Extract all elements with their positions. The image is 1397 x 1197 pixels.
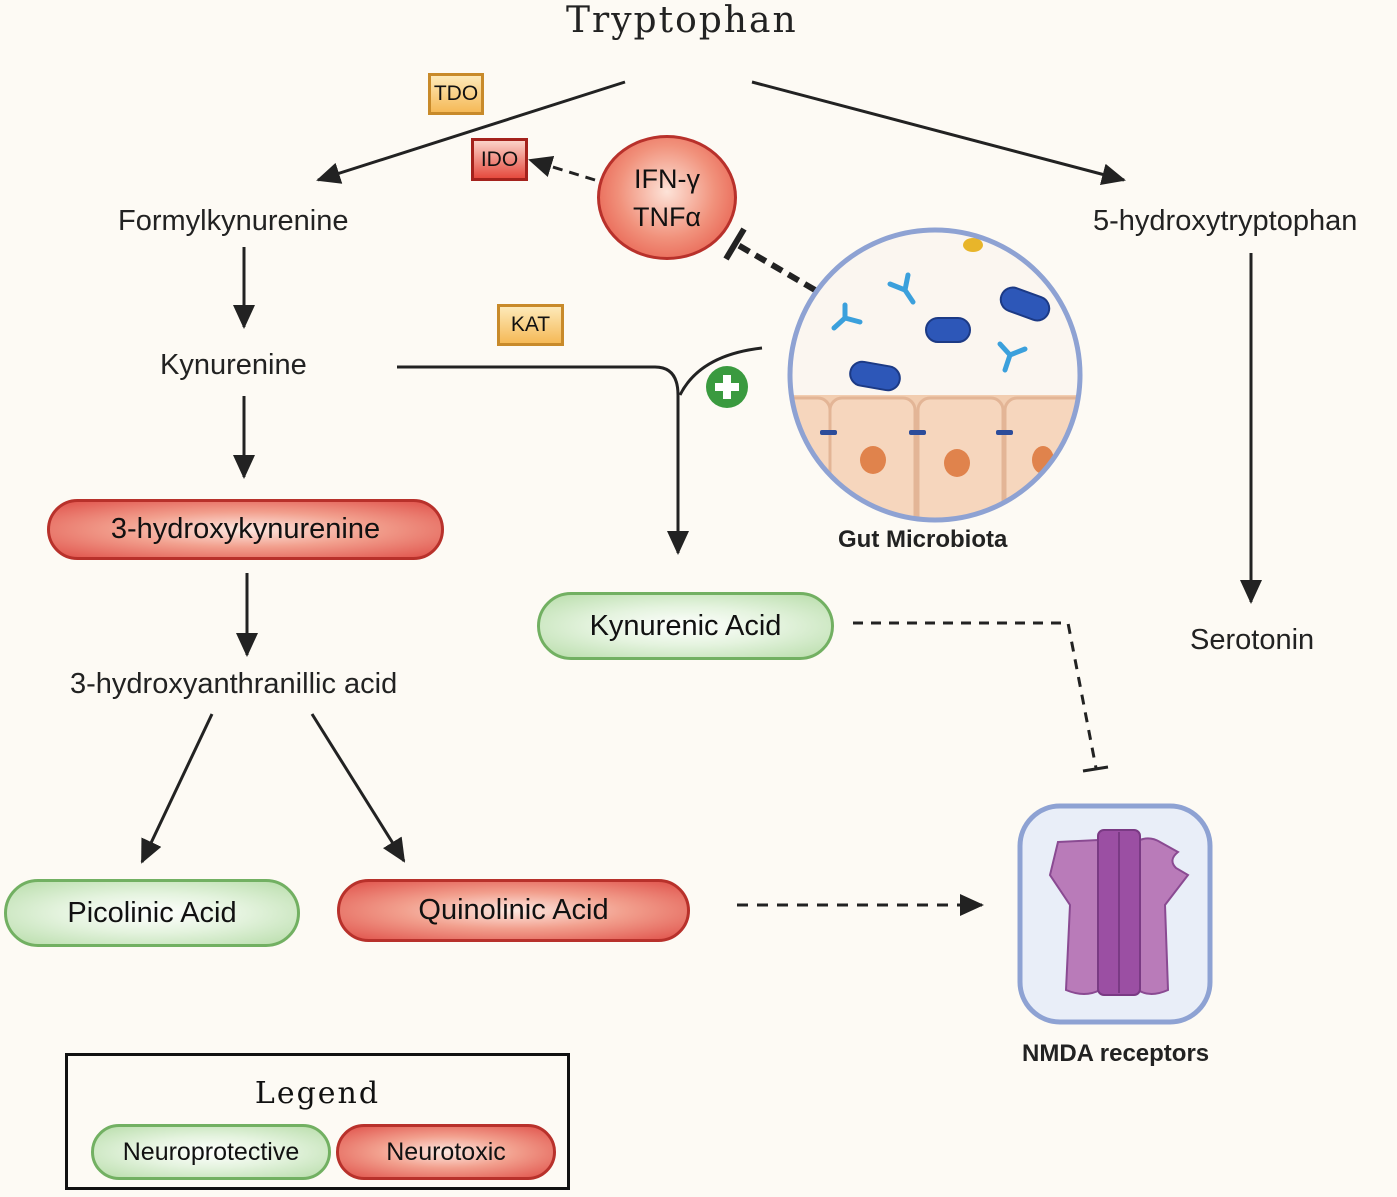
- gut-microbiota-illustration: [787, 227, 1083, 523]
- enzyme-tdo: TDO: [428, 73, 484, 115]
- arrow-3haa-to-picolinic: [140, 713, 214, 864]
- enzyme-kat: KAT: [497, 304, 564, 346]
- legend-box: Legend Neuroprotective Neurotoxic: [65, 1053, 570, 1190]
- legend-neuroprotective: Neuroprotective: [91, 1124, 331, 1180]
- node-tryptophan: Tryptophan: [566, 0, 798, 41]
- inhibit-kynurenic-to-nmda: [853, 621, 1098, 769]
- gut-influence-curve: [678, 346, 763, 396]
- cytokine-node: IFN-γ TNFα: [597, 135, 737, 260]
- legend-neurotoxic: Neurotoxic: [336, 1124, 556, 1180]
- node-quinolinic-acid: Quinolinic Acid: [337, 879, 690, 942]
- arrow-trp-to-5htp: [751, 80, 1126, 186]
- node-serotonin: Serotonin: [1190, 624, 1315, 656]
- arrow-cytokine-to-ido: [528, 155, 596, 182]
- arrow-3haa-to-quinolinic: [310, 713, 406, 863]
- node-formylkynurenine: Formylkynurenine: [118, 205, 349, 237]
- activation-plus-icon: [706, 366, 748, 408]
- node-5-hydroxytryptophan: 5-hydroxytryptophan: [1093, 205, 1358, 237]
- node-kynurenic-acid: Kynurenic Acid: [537, 592, 834, 660]
- cytokine-tnf-label: TNFα: [632, 201, 702, 232]
- arrow-trp-to-formyl: [316, 80, 626, 184]
- inhibit-bar-cytokine: [723, 227, 747, 261]
- legend-title: Legend: [254, 1076, 381, 1111]
- arrow-kyn-to-kynurenic: [397, 365, 689, 555]
- inhibit-gut-to-cytokine: [736, 242, 817, 293]
- label-gut-microbiota: Gut Microbiota: [838, 526, 1008, 553]
- cytokine-ifn-label: IFN-γ: [634, 163, 700, 194]
- node-picolinic-acid: Picolinic Acid: [4, 879, 300, 947]
- enzyme-ido: IDO: [471, 138, 528, 181]
- label-nmda-receptors: NMDA receptors: [1022, 1040, 1210, 1067]
- nmda-receptor-illustration: [1017, 803, 1213, 1025]
- node-kynurenine: Kynurenine: [160, 349, 307, 381]
- node-3-hydroxyanthranilic-acid: 3-hydroxyanthranillic acid: [70, 668, 398, 700]
- inhibit-bar-nmda: [1082, 765, 1109, 773]
- node-3-hydroxykynurenine: 3-hydroxykynurenine: [47, 499, 444, 560]
